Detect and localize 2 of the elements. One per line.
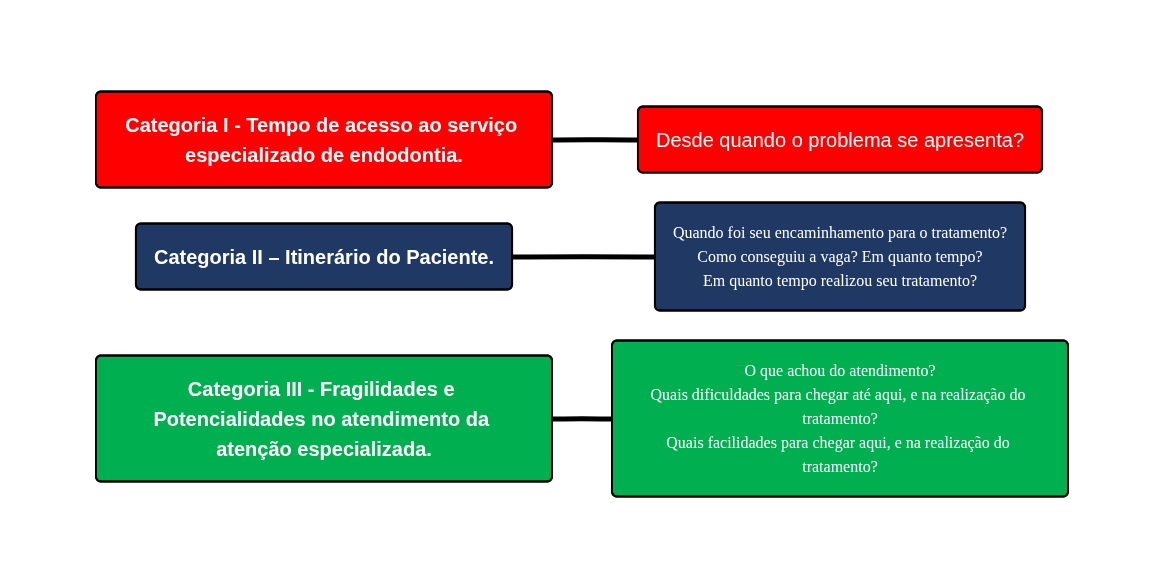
connector [551,137,638,143]
connector [512,254,655,260]
